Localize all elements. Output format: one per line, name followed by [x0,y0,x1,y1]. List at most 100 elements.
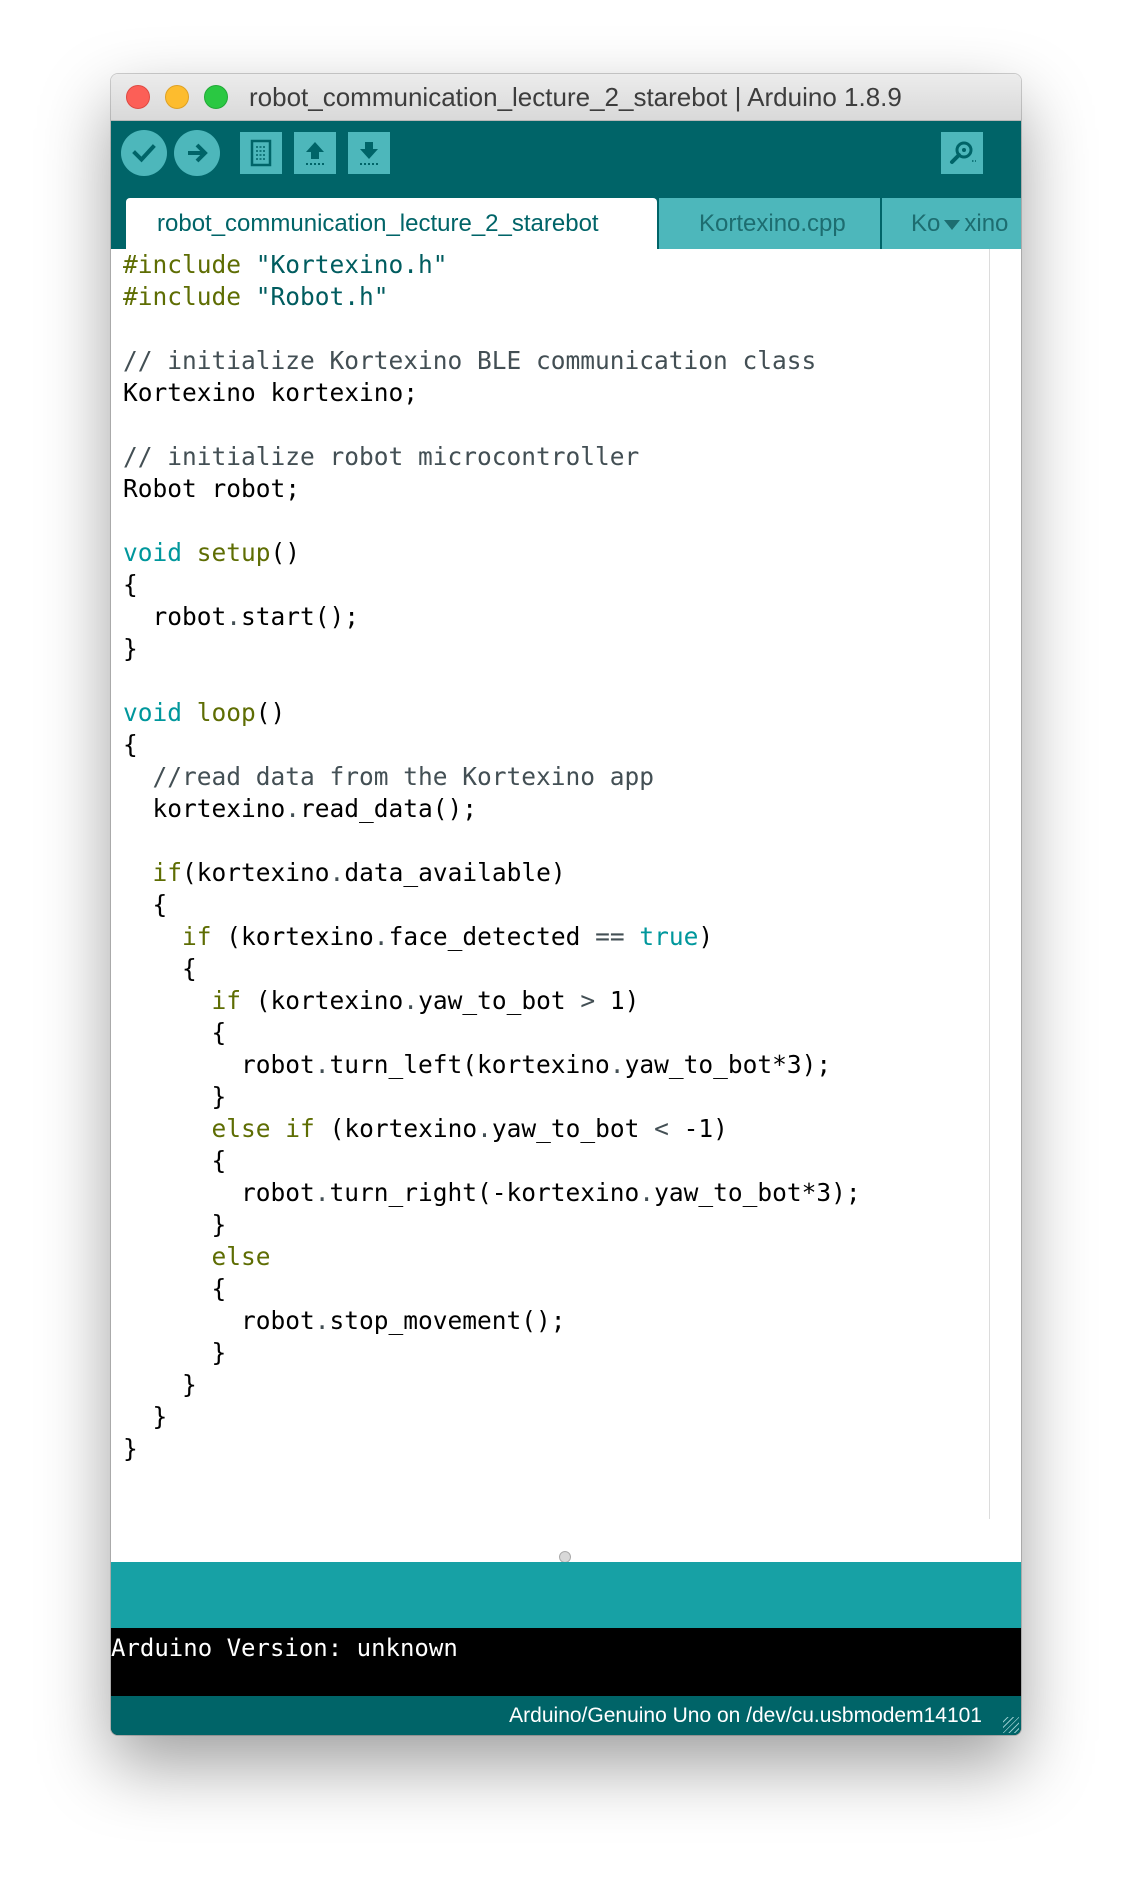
code-line[interactable]: robot.turn_left(kortexino.yaw_to_bot*3); [123,1049,861,1081]
verify-button[interactable] [121,130,167,176]
code-line[interactable]: // initialize Kortexino BLE communicatio… [123,345,861,377]
code-token: turn_right(-kortexino [329,1178,640,1207]
minimize-window-button[interactable] [165,85,189,109]
code-token: } [123,1210,227,1239]
code-line[interactable]: { [123,1273,861,1305]
zoom-window-button[interactable] [204,85,228,109]
arrow-down-icon [360,142,378,165]
code-token: "Kortexino.h" [255,250,448,279]
code-text[interactable]: #include "Kortexino.h"#include "Robot.h"… [123,249,861,1465]
code-line[interactable]: robot.stop_movement(); [123,1305,861,1337]
tab-label-left: Ko [911,210,941,237]
code-token: #include [123,282,242,311]
code-line[interactable]: { [123,1017,861,1049]
code-line[interactable]: } [123,1337,861,1369]
tab-kortexino-cpp[interactable]: Kortexino.cpp [659,198,880,249]
code-line[interactable] [123,313,861,345]
code-token: Robot robot; [123,474,301,503]
code-token: (kortexino [314,1114,478,1143]
code-token: . [226,602,242,631]
tab-bar: robot_communication_lecture_2_starebot K… [111,185,1021,249]
code-line[interactable]: if(kortexino.data_available) [123,857,861,889]
resize-grip-icon[interactable] [1003,1717,1019,1733]
code-token [123,1242,212,1271]
code-token: // initialize Kortexino BLE communicatio… [123,346,817,375]
arrow-up-icon [306,142,324,165]
new-sketch-button[interactable] [240,132,282,174]
code-line[interactable]: // initialize robot microcontroller [123,441,861,473]
code-token [182,698,197,727]
code-token: < [654,1114,669,1143]
code-line[interactable]: { [123,729,861,761]
code-line[interactable]: { [123,889,861,921]
code-line[interactable] [123,409,861,441]
save-sketch-button[interactable] [348,132,390,174]
code-token: () [255,698,286,727]
code-token: // initialize robot microcontroller [123,442,640,471]
console-line: Arduino Version: unknown [111,1634,458,1662]
tab-robot-communication-lecture-2-starebot[interactable]: robot_communication_lecture_2_starebot [126,198,657,249]
code-token: //read data from the Kortexino app [152,762,655,791]
close-window-button[interactable] [126,85,150,109]
code-token: . [373,922,389,951]
code-line[interactable] [123,505,861,537]
code-token: if [152,858,183,887]
code-token: yaw_to_bot*3); [624,1050,832,1079]
code-token: "Robot.h" [255,282,389,311]
code-line[interactable]: { [123,569,861,601]
code-line[interactable]: if (kortexino.yaw_to_bot > 1) [123,985,861,1017]
code-line[interactable]: void setup() [123,537,861,569]
code-line[interactable]: void loop() [123,697,861,729]
open-sketch-button[interactable] [294,132,336,174]
code-line[interactable]: { [123,953,861,985]
code-line[interactable]: robot.start(); [123,601,861,633]
arduino-ide-window: robot_communication_lecture_2_starebot |… [111,74,1021,1735]
upload-button[interactable] [174,130,220,176]
code-line[interactable]: } [123,1401,861,1433]
code-token: { [123,730,138,759]
code-line[interactable]: { [123,1145,861,1177]
document-icon [250,139,272,167]
toolbar [111,121,1021,185]
code-line[interactable]: } [123,1433,861,1465]
code-token: 1) [595,986,640,1015]
caret-down-icon [944,219,961,230]
code-line[interactable]: //read data from the Kortexino app [123,761,861,793]
code-line[interactable]: #include "Robot.h" [123,281,861,313]
code-token: yaw_to_bot*3); [654,1178,861,1207]
code-token: else [211,1114,271,1143]
tab-label: robot_communication_lecture_2_starebot [157,210,599,237]
code-line[interactable]: } [123,633,861,665]
magnifier-icon [950,141,976,164]
code-token: void [123,538,183,567]
code-token: robot [123,1306,315,1335]
code-token: (kortexino [241,986,404,1015]
code-line[interactable]: } [123,1369,861,1401]
code-token: #include [123,250,242,279]
code-line[interactable]: robot.turn_right(-kortexino.yaw_to_bot*3… [123,1177,861,1209]
code-line[interactable]: else if (kortexino.yaw_to_bot < -1) [123,1113,861,1145]
code-line[interactable]: #include "Kortexino.h" [123,249,861,281]
code-line[interactable]: if (kortexino.face_detected == true) [123,921,861,953]
title-bar[interactable]: robot_communication_lecture_2_starebot |… [111,74,1021,121]
code-line[interactable] [123,665,861,697]
code-line[interactable]: } [123,1209,861,1241]
code-token: face_detected [388,922,596,951]
status-bar: Arduino/Genuino Uno on /dev/cu.usbmodem1… [111,1696,1021,1735]
code-line[interactable]: Robot robot; [123,473,861,505]
code-token: true [639,922,699,951]
code-line[interactable]: } [123,1081,861,1113]
code-line[interactable] [123,825,861,857]
code-token: . [314,1306,330,1335]
code-token: . [609,1050,625,1079]
code-editor[interactable]: #include "Kortexino.h"#include "Robot.h"… [111,249,1021,1563]
code-line[interactable]: else [123,1241,861,1273]
serial-monitor-button[interactable] [941,132,983,174]
code-line[interactable]: kortexino.read_data(); [123,793,861,825]
code-token: > [580,986,596,1015]
code-token: setup [196,538,271,567]
code-line[interactable]: Kortexino kortexino; [123,377,861,409]
code-token [182,538,197,567]
editor-scrollbar-track[interactable] [989,249,990,1519]
